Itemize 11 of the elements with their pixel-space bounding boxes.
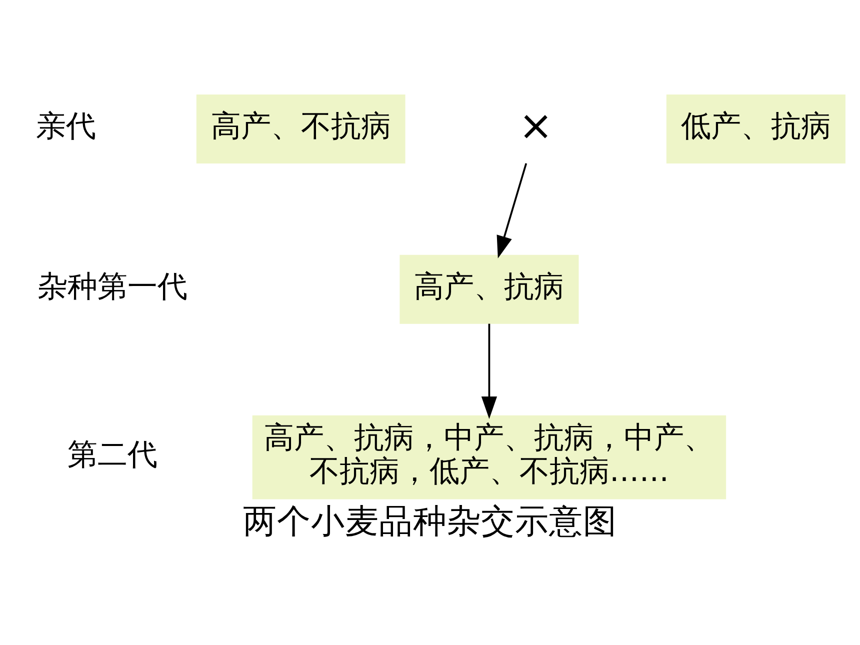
node-box: 高产、抗病，中产、抗病，中产、不抗病，低产、不抗病……	[252, 414, 726, 499]
node-box: 高产、不抗病	[196, 94, 406, 164]
node-text: ×	[518, 100, 554, 149]
node-box: 高产、抗病	[400, 254, 579, 324]
arrow	[496, 162, 528, 258]
label: 杂种第一代	[37, 269, 188, 304]
arrow	[481, 323, 498, 418]
caption: 两个小麦品种杂交示意图	[243, 501, 617, 540]
label: 第二代	[67, 436, 158, 472]
label: 亲代	[36, 108, 96, 144]
node-box: 低产、抗病	[666, 94, 846, 164]
